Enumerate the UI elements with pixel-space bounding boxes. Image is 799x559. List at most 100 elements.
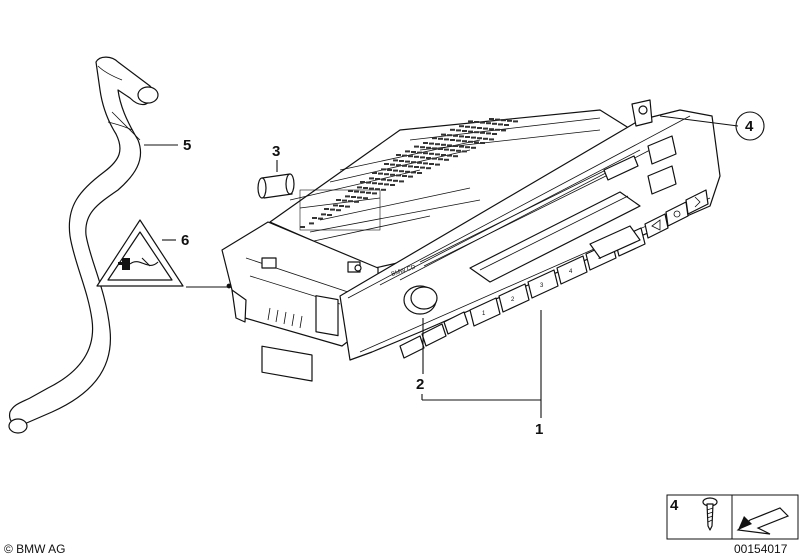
preset-button-2 <box>498 283 530 313</box>
vent-slot <box>381 178 386 181</box>
vent-slot <box>447 134 452 137</box>
vent-slot <box>465 136 470 138</box>
vent-slot <box>333 204 338 207</box>
vent-slot <box>417 151 422 154</box>
vent-slot <box>396 154 401 156</box>
vent-slot <box>351 196 356 198</box>
vent-slot <box>486 132 491 135</box>
vent-slot <box>450 128 455 131</box>
callout-4: 4 <box>745 118 754 135</box>
vent-slot <box>495 118 500 121</box>
vent-slot <box>432 137 437 140</box>
vent-slot <box>342 199 347 202</box>
legend-box: 4 00154017 <box>666 494 799 556</box>
vent-slot <box>321 213 326 216</box>
vent-slot <box>408 175 413 178</box>
vent-slot <box>483 137 488 140</box>
vent-slot <box>408 155 413 158</box>
vent-slot <box>477 137 482 140</box>
vent-slot <box>456 139 461 142</box>
vent-slot <box>474 131 479 134</box>
vent-slot <box>369 177 374 180</box>
vent-slot <box>363 187 368 189</box>
vent-slot <box>471 126 476 129</box>
vent-slot <box>375 178 380 180</box>
vent-slot <box>390 163 395 166</box>
vent-slot <box>354 200 359 203</box>
vent-slot <box>309 222 314 225</box>
vent-slot <box>360 191 365 194</box>
vent-slot <box>435 153 440 156</box>
vent-slot <box>393 169 398 172</box>
vent-slot <box>375 188 380 191</box>
vent-slot <box>438 137 443 140</box>
copyright: © BMW AG <box>4 542 66 556</box>
vent-slot <box>468 120 473 123</box>
vent-slot <box>465 125 470 128</box>
vent-slot <box>339 205 344 207</box>
preset-label-2: 2 <box>511 297 515 303</box>
vent-slot <box>441 133 446 136</box>
vent-slot <box>480 142 485 144</box>
vent-slot <box>393 159 398 162</box>
vent-slot <box>462 150 467 153</box>
vent-slot <box>402 154 407 157</box>
callout-3: 3 <box>272 143 280 160</box>
vent-slot <box>429 163 434 165</box>
vent-slot <box>444 158 449 161</box>
preset-button-1 <box>469 297 501 327</box>
callout-5: 5 <box>183 137 191 154</box>
vent-slot <box>390 184 395 186</box>
legend-part-number: 4 <box>670 497 679 514</box>
vent-slot <box>408 165 413 168</box>
radio-unit: 123456 BMW CD <box>186 99 721 382</box>
vent-slot <box>444 148 449 151</box>
vent-slot <box>411 171 416 174</box>
vent-slot <box>387 169 392 171</box>
vent-slot <box>498 123 503 126</box>
vent-slot <box>420 166 425 169</box>
callout-2: 2 <box>416 376 424 393</box>
vent-slot <box>372 192 377 195</box>
vent-slot <box>330 208 335 211</box>
vent-slot <box>489 118 494 120</box>
vent-slot <box>369 187 374 190</box>
vent-slot <box>513 120 518 123</box>
vent-slot <box>414 145 419 148</box>
preset-label-1: 1 <box>482 311 486 317</box>
vent-slot <box>399 160 404 162</box>
vent-slot <box>423 162 428 165</box>
vent-slot <box>447 154 452 157</box>
vent-slot <box>483 127 488 130</box>
vent-slot <box>327 214 332 216</box>
vent-slot <box>501 119 506 122</box>
vent-slot <box>453 134 458 137</box>
vent-slot <box>489 138 494 141</box>
vent-slot <box>504 124 509 126</box>
vent-slot <box>471 146 476 149</box>
vent-slot <box>480 131 485 134</box>
vent-slot <box>477 127 482 129</box>
vent-slot <box>426 167 431 170</box>
vent-slot <box>438 148 443 150</box>
vent-slot <box>312 217 317 219</box>
vent-slot <box>363 197 368 200</box>
vent-slot <box>390 173 395 176</box>
vent-slot <box>426 146 431 149</box>
vent-slot <box>453 155 458 158</box>
vent-slot <box>381 168 386 171</box>
vent-slot <box>417 172 422 174</box>
vent-slot <box>456 149 461 152</box>
vent-slot <box>384 183 389 186</box>
vent-slot <box>456 129 461 132</box>
vent-slot <box>441 143 446 146</box>
vent-slot <box>345 195 350 198</box>
vent-slot <box>447 144 452 147</box>
vent-slot <box>489 128 494 131</box>
vent-slot <box>381 188 386 191</box>
vent-slot <box>399 170 404 173</box>
vent-slot <box>414 166 419 168</box>
vent-slot <box>486 122 491 125</box>
vent-slot <box>372 182 377 185</box>
